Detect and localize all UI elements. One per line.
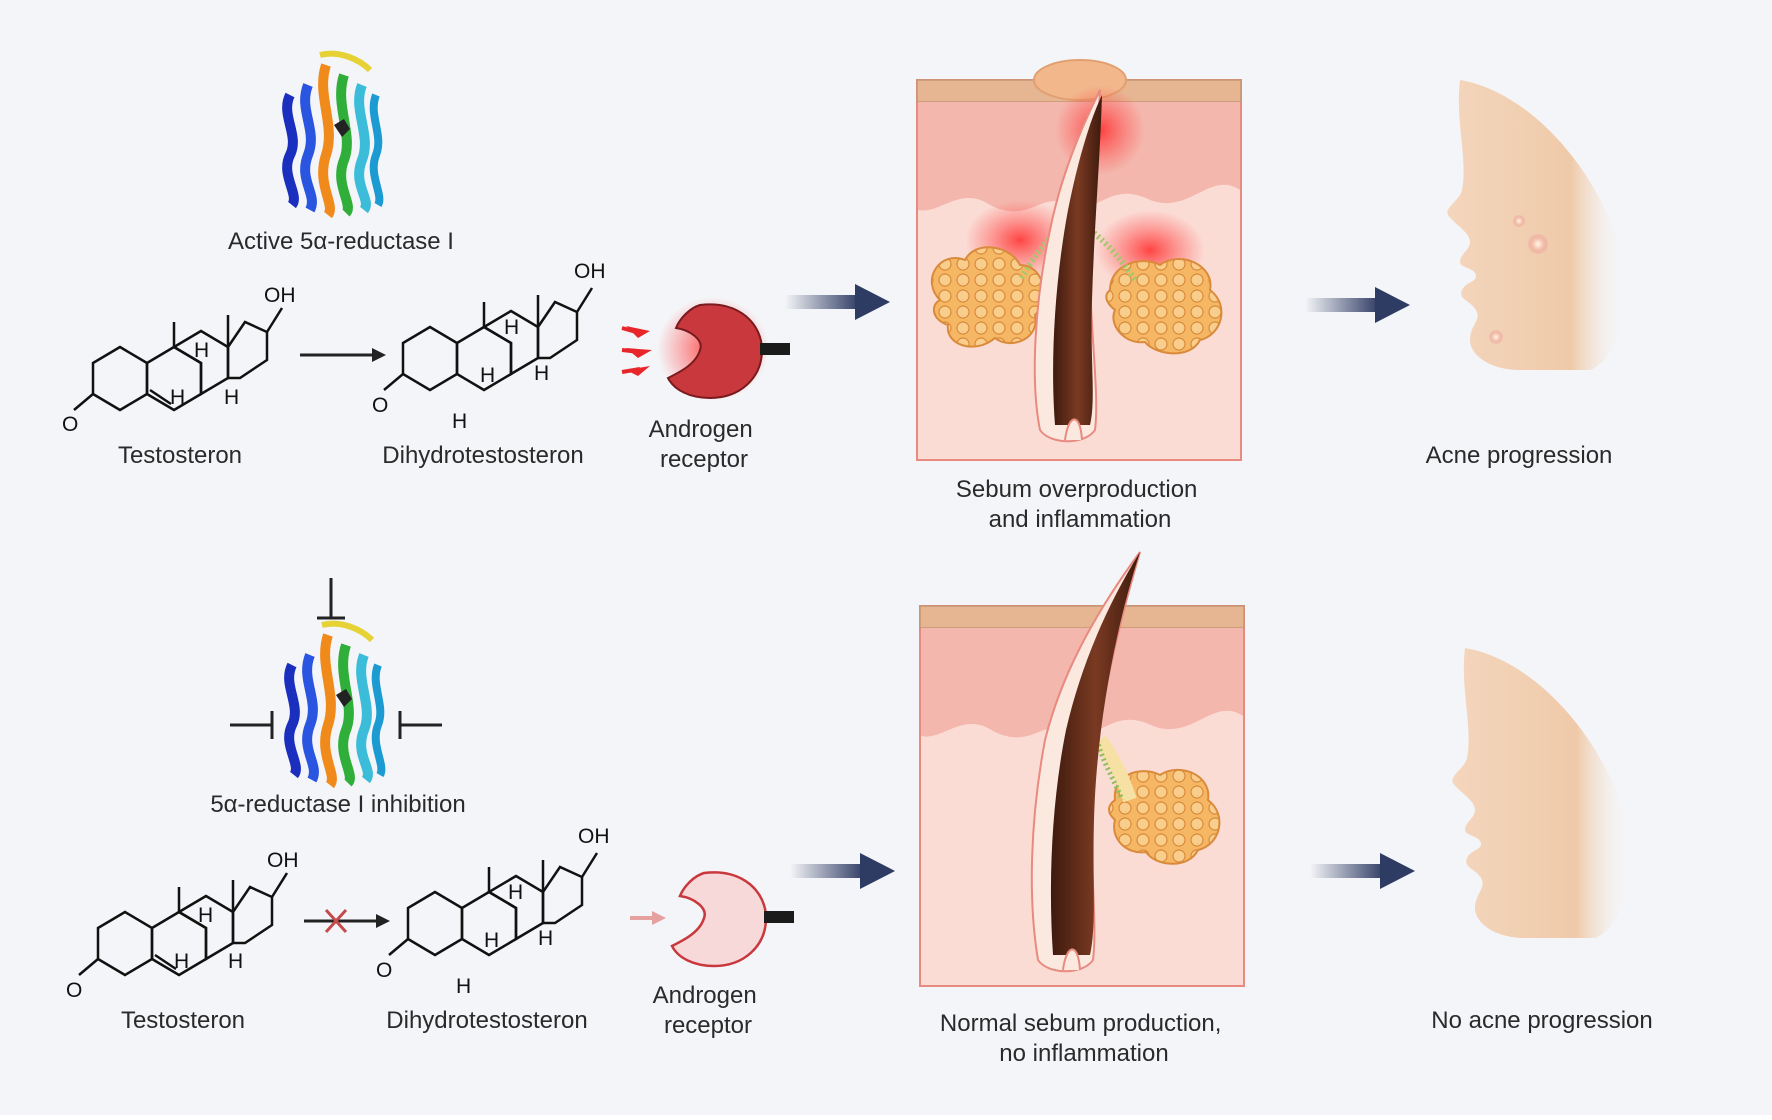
dht-label-top: Dihydrotestosteron bbox=[382, 442, 583, 469]
enzyme-label-top: Active 5α-reductase I bbox=[228, 228, 454, 255]
svg-text:H: H bbox=[174, 950, 189, 973]
androgen-receptor-active-icon bbox=[657, 297, 790, 401]
dht-label-bottom: Dihydrotestosteron bbox=[386, 1007, 587, 1034]
svg-text:H: H bbox=[228, 950, 243, 973]
testosterone-atom-labels-top: OH O H H H bbox=[62, 284, 296, 436]
outcome-label-bottom: No acne progression bbox=[1431, 1007, 1652, 1034]
svg-text:OH: OH bbox=[264, 284, 296, 307]
flow-arrow-bottom-1 bbox=[790, 853, 895, 889]
receptor-label-top: Androgen receptor bbox=[649, 416, 760, 473]
testosterone-label-top: Testosteron bbox=[118, 442, 242, 469]
androgen-receptor-inactive-icon bbox=[670, 871, 794, 968]
enzyme-protein-icon bbox=[282, 50, 384, 219]
conversion-arrow-top bbox=[300, 348, 386, 362]
face-clear-illustration bbox=[1452, 648, 1630, 938]
signal-arrows-icon bbox=[621, 326, 652, 376]
svg-text:O: O bbox=[66, 979, 82, 1002]
svg-text:OH: OH bbox=[267, 849, 299, 872]
skin-section-inflamed bbox=[916, 59, 1242, 461]
svg-text:H: H bbox=[534, 362, 549, 385]
inhibition-bar-left bbox=[230, 711, 274, 739]
dht-structure-bottom bbox=[388, 852, 599, 957]
flow-arrow-bottom-2 bbox=[1310, 853, 1415, 889]
inhibition-bar-top bbox=[317, 578, 345, 620]
outcome-label-top: Acne progression bbox=[1426, 442, 1613, 469]
testosterone-label-bottom: Testosteron bbox=[121, 1007, 245, 1034]
svg-text:H: H bbox=[198, 904, 213, 927]
svg-text:H: H bbox=[456, 975, 471, 998]
skin-section-normal bbox=[919, 551, 1245, 987]
svg-text:H: H bbox=[224, 386, 239, 409]
svg-text:O: O bbox=[372, 394, 388, 417]
weak-signal-arrow bbox=[630, 911, 666, 925]
svg-text:O: O bbox=[376, 959, 392, 982]
svg-text:OH: OH bbox=[574, 260, 606, 283]
skin-label-top: Sebum overproduction and inflammation bbox=[956, 476, 1204, 533]
testosterone-structure-bottom bbox=[78, 872, 289, 977]
svg-text:H: H bbox=[538, 927, 553, 950]
dht-structure-top bbox=[383, 287, 594, 392]
svg-text:H: H bbox=[194, 339, 209, 362]
svg-text:O: O bbox=[62, 413, 78, 436]
svg-text:H: H bbox=[170, 386, 185, 409]
hair-follicle-top bbox=[1033, 89, 1102, 443]
enzyme-label-bottom: 5α-reductase I inhibition bbox=[210, 791, 465, 818]
testosterone-atom-labels-bottom: OH O H H H bbox=[66, 849, 299, 1002]
flow-arrow-top-2 bbox=[1305, 287, 1410, 323]
svg-text:H: H bbox=[504, 316, 519, 339]
blocked-conversion-arrow bbox=[304, 908, 390, 934]
enzyme-protein-inhibited-icon bbox=[284, 620, 386, 789]
svg-text:OH: OH bbox=[578, 825, 610, 848]
svg-text:H: H bbox=[508, 881, 523, 904]
inhibition-bar-right bbox=[398, 711, 442, 739]
sebaceous-gland-normal bbox=[1108, 768, 1221, 865]
face-with-acne-illustration bbox=[1447, 80, 1625, 370]
svg-text:H: H bbox=[452, 410, 467, 433]
dht-atom-labels-bottom: OH O H H H H bbox=[376, 825, 610, 998]
testosterone-structure-top bbox=[73, 307, 284, 412]
svg-text:H: H bbox=[484, 929, 499, 952]
skin-label-bottom: Normal sebum production, no inflammation bbox=[940, 1010, 1228, 1067]
flow-arrow-top-1 bbox=[785, 284, 890, 320]
receptor-label-bottom: Androgen receptor bbox=[653, 982, 764, 1039]
dht-atom-labels-top: OH O H H H H bbox=[372, 260, 606, 433]
svg-text:H: H bbox=[480, 364, 495, 387]
sebaceous-gland-right bbox=[1105, 258, 1223, 355]
hair-follicle-bottom bbox=[1030, 551, 1141, 973]
